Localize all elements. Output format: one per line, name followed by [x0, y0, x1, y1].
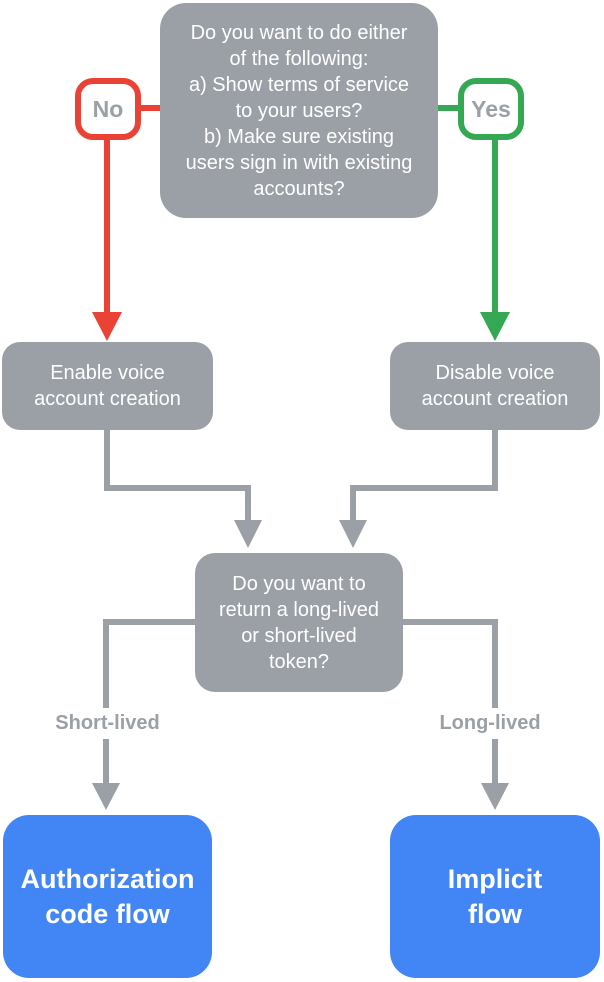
node-question-terms-of-service-text: Do you want to do either of the followin…	[185, 21, 413, 200]
node-enable-voice-account-creation: Enable voice account creation	[2, 342, 213, 430]
short-lived-branch-line	[103, 619, 196, 785]
node-question-token-lifetime: Do you want to return a long-lived or sh…	[195, 553, 403, 692]
edge-label-long-lived: Long-lived	[410, 708, 570, 739]
node-implicit-flow: Implicit flow	[390, 815, 600, 978]
arrowhead-down-gray-icon	[481, 783, 509, 810]
node-authorization-code-flow: Authorization code flow	[3, 815, 212, 978]
arrowhead-down-gray-icon	[92, 783, 120, 810]
long-lived-branch-line	[402, 619, 498, 785]
node-implicit-flow-text: Implicit flow	[447, 863, 543, 929]
node-authorization-code-flow-text: Authorization code flow	[20, 863, 195, 929]
node-disable-voice-account-creation-text: Disable voice account creation	[421, 362, 569, 410]
node-question-terms-of-service: Do you want to do either of the followin…	[160, 3, 438, 218]
edge-label-short-lived-text: Short-lived	[55, 712, 160, 734]
node-disable-voice-account-creation: Disable voice account creation	[390, 342, 600, 430]
edge-label-no-text: No	[92, 95, 124, 122]
edge-label-yes: Yes	[458, 78, 524, 140]
enable-to-question-line	[104, 429, 251, 522]
disable-to-question-line	[350, 429, 498, 522]
edge-label-long-lived-text: Long-lived	[439, 712, 541, 734]
node-enable-voice-account-creation-text: Enable voice account creation	[34, 362, 181, 410]
arrowhead-down-red-icon	[92, 312, 122, 341]
arrowhead-down-gray-icon	[234, 520, 262, 548]
node-question-token-lifetime-text: Do you want to return a long-lived or sh…	[218, 572, 380, 673]
edge-label-no: No	[75, 78, 141, 140]
edge-label-yes-text: Yes	[471, 95, 511, 122]
edge-label-short-lived: Short-lived	[23, 708, 192, 739]
arrowhead-down-green-icon	[480, 312, 510, 341]
arrowhead-down-gray-icon	[339, 520, 367, 548]
